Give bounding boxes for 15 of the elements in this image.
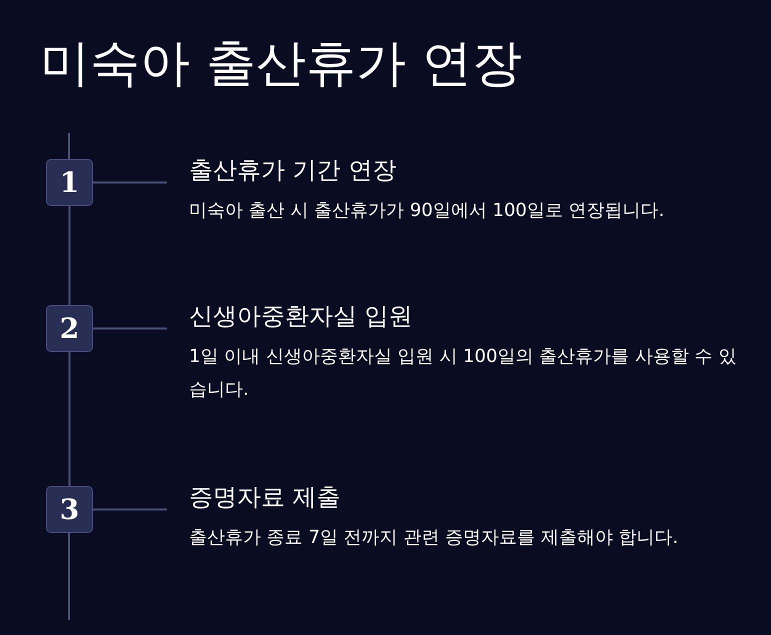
connector-line (93, 328, 167, 330)
number-badge: 2 (46, 305, 93, 352)
number-badge: 3 (46, 486, 93, 533)
number-badge: 1 (46, 159, 93, 206)
connector-line (68, 206, 70, 305)
step-heading: 출산휴가 기간 연장 (189, 155, 398, 186)
connector-line (68, 352, 70, 486)
step-heading: 증명자료 제출 (189, 482, 342, 513)
title: 미숙아 출산휴가 연장 (40, 33, 522, 94)
step-description: 미숙아 출산 시 출산휴가가 90일에서 100일로 연장됩니다. (189, 199, 666, 223)
connector-line (93, 182, 167, 184)
connector-line (93, 508, 167, 510)
step-description: 출산휴가 종료 7일 전까지 관련 증명자료를 제출해야 합니다. (189, 526, 680, 550)
step-heading: 신생아중환자실 입원 (189, 301, 414, 332)
step-description: 1일 이내 신생아중환자실 입원 시 100일의 출산휴가를 사용할 수 있습니다. (189, 345, 738, 402)
